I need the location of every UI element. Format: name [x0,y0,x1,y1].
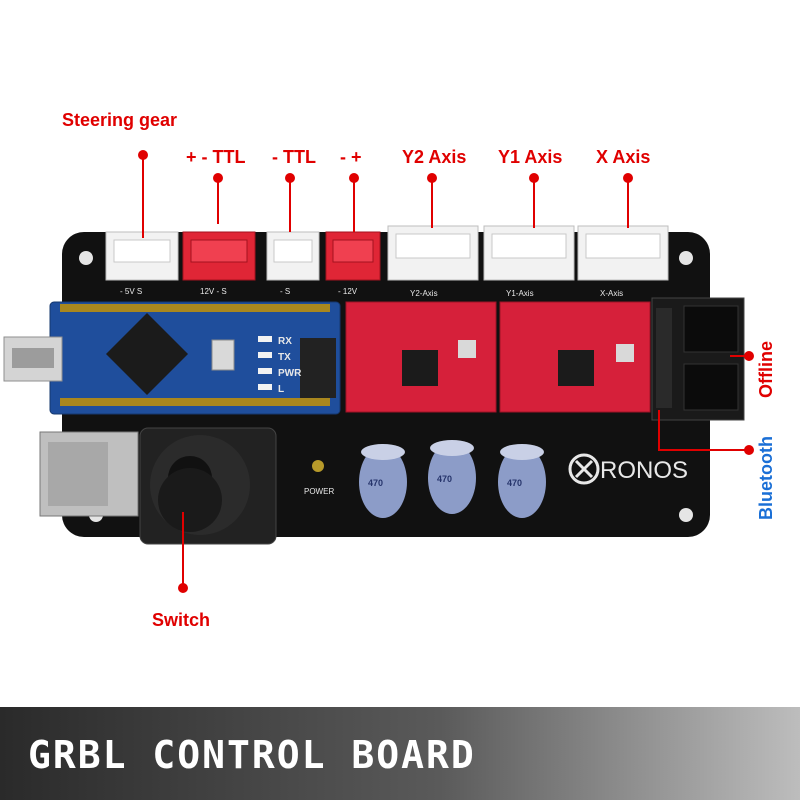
ttl-connector-b [266,231,320,281]
capacitor-text: 470 [368,478,383,488]
label-ttl-b: - TTL [272,147,316,167]
mount-hole [79,251,93,265]
banner-title: GRBL CONTROL BOARD [28,733,476,777]
label-bluetooth: Bluetooth [756,436,776,520]
nano-header-pins-top [60,304,330,312]
power-label: POWER [304,487,334,496]
y2-connector [387,225,479,281]
cronos-logo: RONOS [568,453,688,485]
title-banner: GRBL CONTROL BOARD [0,707,800,800]
label-y1-axis: Y1 Axis [498,147,563,167]
label-y2-axis: Y2 Axis [402,147,467,167]
led-rx-indicator [258,336,272,342]
silk-power: - 12V [338,287,358,296]
mount-hole [679,251,693,265]
servo-connector [105,231,179,281]
capacitor-1: 470 [359,444,407,518]
silk-servo: - 5V S [120,287,142,296]
label-x-axis: X Axis [596,147,651,167]
silk-y2: Y2-Axis [410,289,438,298]
power-connector [325,231,381,281]
capacitor-text: 470 [437,474,452,484]
usb-port-inner [12,348,54,368]
joystick-switch [139,427,277,545]
capacitor-3: 470 [498,444,546,518]
bluetooth-offline-header [651,297,745,421]
label-steering-gear: Steering gear [62,110,178,130]
stepper-driver-1 [345,301,497,413]
mount-hole [679,508,693,522]
silk-x: X-Axis [600,289,623,298]
brand-text: RONOS [600,457,688,484]
capacitor-2: 470 [428,440,476,514]
nano-header-pins-bottom [60,398,330,406]
callout-lines [138,150,754,593]
silk-ttl2: - S [280,287,290,296]
led-tx-indicator [258,352,272,358]
ttl-connector-a [182,231,256,281]
icsp-header [300,338,336,398]
label-ttl-a: + - TTL [186,147,246,167]
x-connector [577,225,669,281]
silk-y1: Y1-Axis [506,289,534,298]
label-switch: Switch [152,610,211,630]
led-rx: RX [278,336,292,347]
power-led [312,460,324,472]
stepper-driver-2 [499,301,651,413]
led-pwr: PWR [278,368,302,379]
capacitor-text: 470 [507,478,522,488]
led-pwr-indicator [258,368,272,374]
led-tx: TX [278,352,291,363]
y1-connector [483,225,575,281]
reset-button [211,339,235,371]
dc-power-jack [39,431,139,517]
label-power: - + [340,147,362,167]
label-offline: Offline [756,341,776,398]
silk-ttl: 12V - S [200,287,227,296]
arduino-nano: RX TX PWR L [49,301,341,415]
led-l: L [278,384,284,395]
led-l-indicator [258,384,272,390]
